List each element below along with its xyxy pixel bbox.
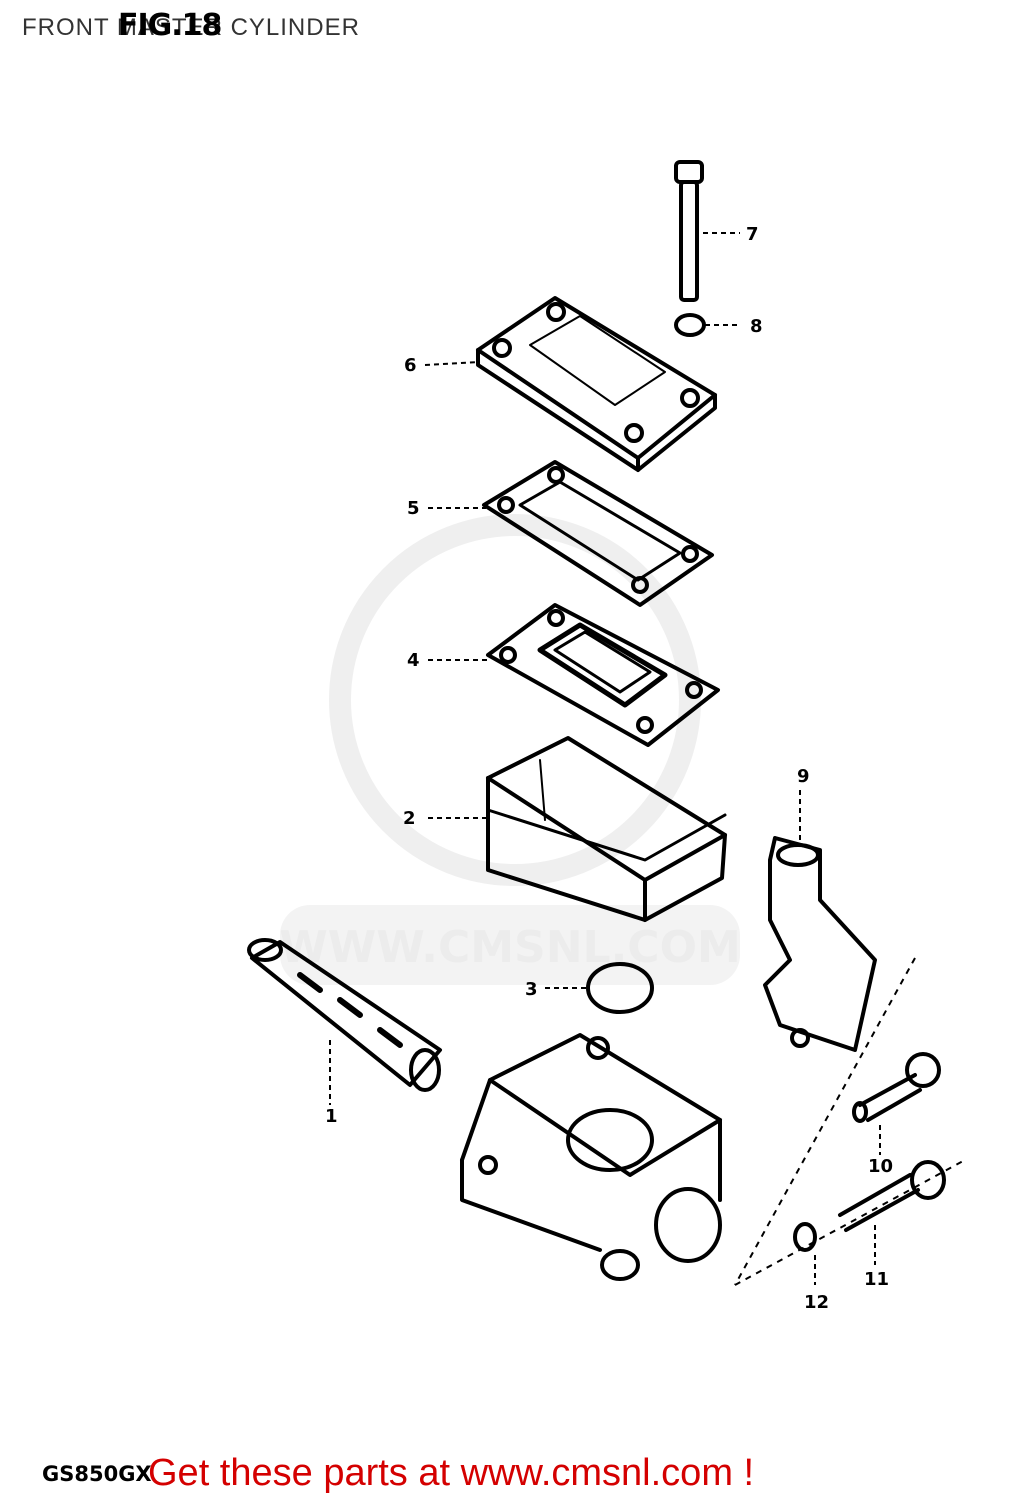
- part-label-11: 11: [864, 1269, 889, 1290]
- part-4-diaphragm[interactable]: [486, 603, 720, 747]
- part-label-4: 4: [407, 650, 420, 671]
- promo-link[interactable]: Get these parts at www.cmsnl.com !: [148, 1452, 755, 1494]
- page-title: FRONT MASTER CYLINDER: [22, 14, 360, 41]
- part-label-8: 8: [750, 316, 763, 337]
- model-code: GS850GX: [42, 1462, 152, 1486]
- master-cylinder-body[interactable]: [460, 1033, 722, 1281]
- part-9-clamp[interactable]: [763, 836, 877, 1052]
- part-1-piston[interactable]: [247, 938, 442, 1092]
- leader-lines: [329, 232, 881, 1285]
- part-label-7: 7: [746, 224, 759, 245]
- part-labels: 7 8 6 5 4 2 3 1 9 10 11 12: [325, 224, 893, 1313]
- part-label-3: 3: [525, 979, 538, 1000]
- part-2-reservoir[interactable]: [486, 736, 727, 922]
- part-label-5: 5: [407, 498, 420, 519]
- part-label-6: 6: [404, 355, 417, 376]
- part-label-10: 10: [868, 1156, 893, 1177]
- part-label-12: 12: [804, 1292, 829, 1313]
- part-7-bolt[interactable]: [674, 160, 704, 302]
- part-10-bolt[interactable]: [852, 1052, 941, 1123]
- part-label-2: 2: [403, 808, 416, 829]
- part-8-washer[interactable]: [674, 313, 706, 337]
- part-12-washer[interactable]: [793, 1222, 817, 1252]
- assembly-guides: [734, 957, 966, 1286]
- watermark-text: WWW.CMSNL.COM: [279, 922, 741, 973]
- part-label-9: 9: [797, 766, 810, 787]
- figure-number: FIG.18: [118, 8, 222, 43]
- part-6-cap[interactable]: [476, 296, 717, 472]
- part-5-gasket[interactable]: [482, 460, 714, 607]
- part-label-1: 1: [325, 1106, 338, 1127]
- part-11-bolt[interactable]: [838, 1160, 946, 1232]
- watermark: WWW.CMSNL.COM: [279, 514, 741, 985]
- part-3-o-ring[interactable]: [586, 962, 654, 1014]
